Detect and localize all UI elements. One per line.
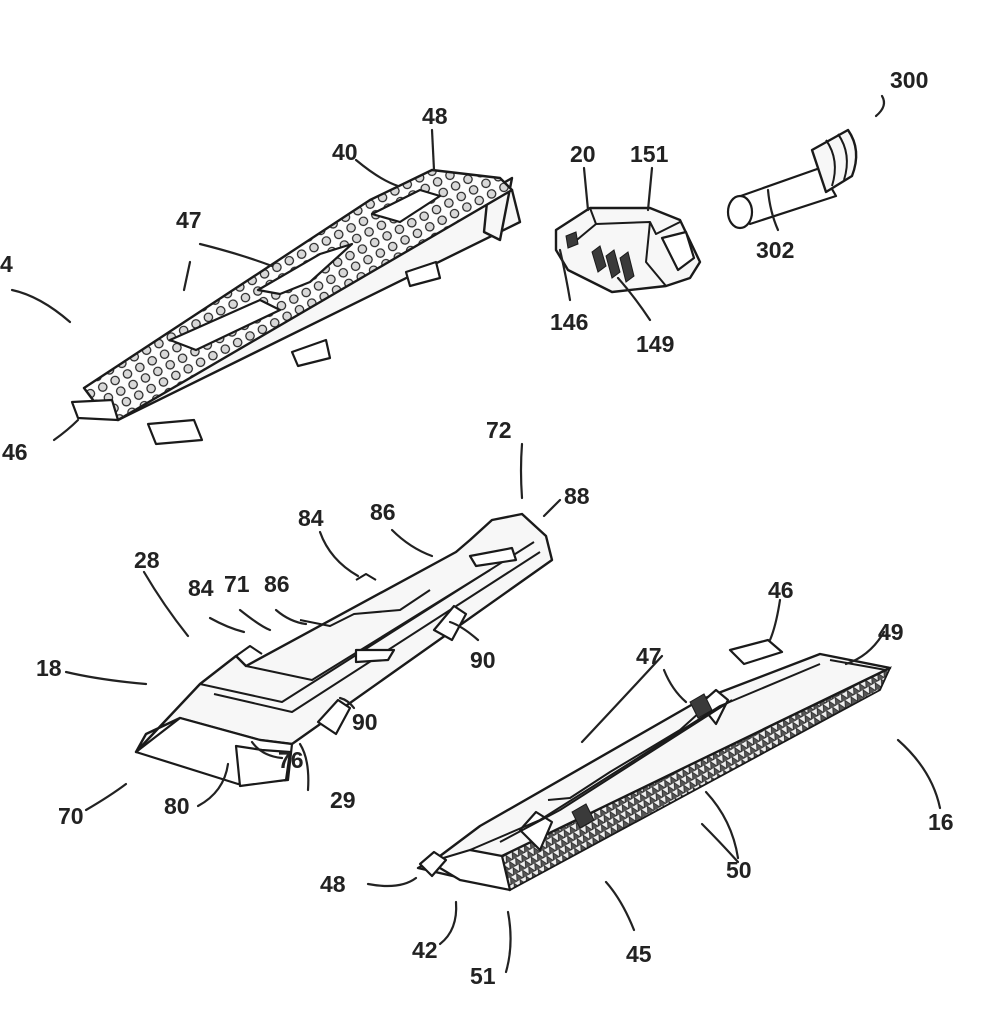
label-149: 149 — [636, 331, 674, 357]
label-84-right: 84 — [298, 505, 324, 531]
label-76: 76 — [278, 747, 304, 773]
label-20: 20 — [570, 141, 596, 167]
label-51: 51 — [470, 963, 496, 989]
label-29: 29 — [330, 787, 356, 813]
label-16: 16 — [928, 809, 954, 835]
top-plate-4 — [70, 168, 522, 446]
label-90-right: 90 — [470, 647, 496, 673]
label-72: 72 — [486, 417, 512, 443]
locking-block-20 — [554, 206, 702, 294]
label-302: 302 — [756, 237, 794, 263]
label-151: 151 — [630, 141, 669, 167]
label-4: 4 — [0, 251, 13, 277]
label-40: 40 — [332, 139, 358, 165]
label-47-bottom: 47 — [636, 643, 662, 669]
label-84-left: 84 — [188, 575, 214, 601]
label-86-left: 86 — [264, 571, 290, 597]
label-146: 146 — [550, 309, 588, 335]
leader-lines — [10, 94, 942, 974]
base-plate-16 — [416, 638, 892, 892]
label-300: 300 — [890, 67, 928, 93]
insert-18 — [134, 512, 554, 788]
label-42: 42 — [412, 937, 438, 963]
label-90-left: 90 — [352, 709, 378, 735]
label-48-top: 48 — [422, 103, 448, 129]
label-45: 45 — [626, 941, 652, 967]
label-47-top: 47 — [176, 207, 202, 233]
label-48-bottom: 48 — [320, 871, 346, 897]
label-80: 80 — [164, 793, 190, 819]
label-70: 70 — [58, 803, 84, 829]
label-49: 49 — [878, 619, 904, 645]
label-86-right: 86 — [370, 499, 396, 525]
label-71: 71 — [224, 571, 250, 597]
label-50: 50 — [726, 857, 752, 883]
label-88: 88 — [564, 483, 590, 509]
label-18: 18 — [36, 655, 62, 681]
label-28: 28 — [134, 547, 160, 573]
screw-300 — [726, 128, 858, 230]
reference-labels: 300 302 20 151 146 149 48 40 47 4 46 72 … — [0, 67, 954, 989]
label-46-top: 46 — [2, 439, 28, 465]
label-46-bottom: 46 — [768, 577, 794, 603]
